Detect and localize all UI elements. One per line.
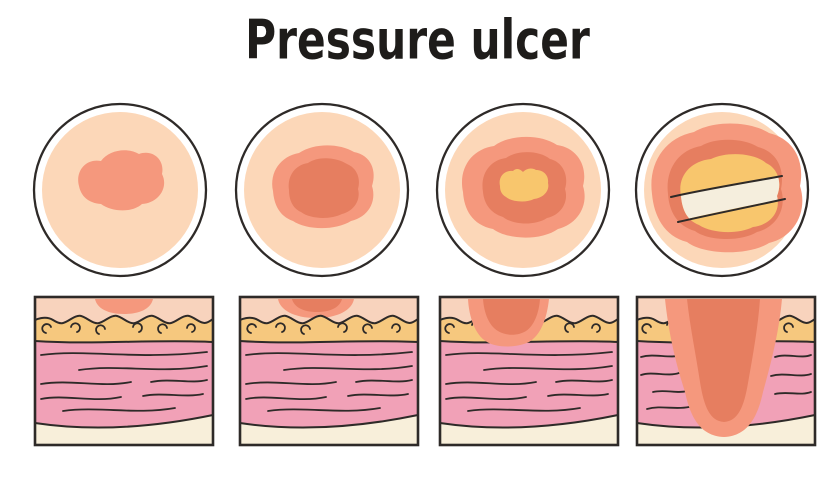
muscle-bottom-border [439,414,619,429]
wound-inner-blob [288,158,359,218]
stage-1-top-view [32,102,208,278]
fat-bottom-border [439,340,619,344]
fat-layer [240,315,418,343]
muscle-bottom-border [34,414,214,429]
section-border [438,295,620,447]
muscle-fibre-lines [40,351,208,412]
muscle-layer [240,341,418,428]
exposed-bone-band [680,176,780,222]
wound-inner [292,299,342,312]
bone-band-bottom-line [677,198,786,223]
muscle-bottom-border [239,414,419,429]
fat-bottom-border [239,340,419,344]
stage-3-cross-section [438,295,620,447]
section-border [635,295,817,447]
wound-inner [687,299,760,422]
fat-layer [35,315,213,343]
stage-2-cross-section [238,295,420,447]
fat-top-border [34,314,214,325]
stage-4-cross-section [635,295,817,447]
stage-3-top-view [435,102,611,278]
fat-cell-curls [41,322,196,335]
stage-4-top-view [634,102,810,278]
stage-2-top-view [234,102,410,278]
section-border [238,295,420,447]
section-border [33,295,215,447]
muscle-layer [440,341,618,428]
muscle-fibre-lines [245,351,413,412]
fat-tissue-blob [499,168,549,202]
muscle-fibre-lines [640,354,812,410]
muscle-fibre-lines [445,351,613,412]
fat-bottom-border [34,340,214,344]
page-title: Pressure ulcer [245,8,590,72]
redness-spot [95,299,153,314]
fat-cell-curls [246,322,401,335]
fat-top-border [239,314,419,325]
stage-1-cross-section [33,295,215,447]
bone-band-top-line [670,175,783,198]
wound-inner [483,299,540,335]
muscle-layer [35,341,213,428]
redness-blob [78,150,165,211]
